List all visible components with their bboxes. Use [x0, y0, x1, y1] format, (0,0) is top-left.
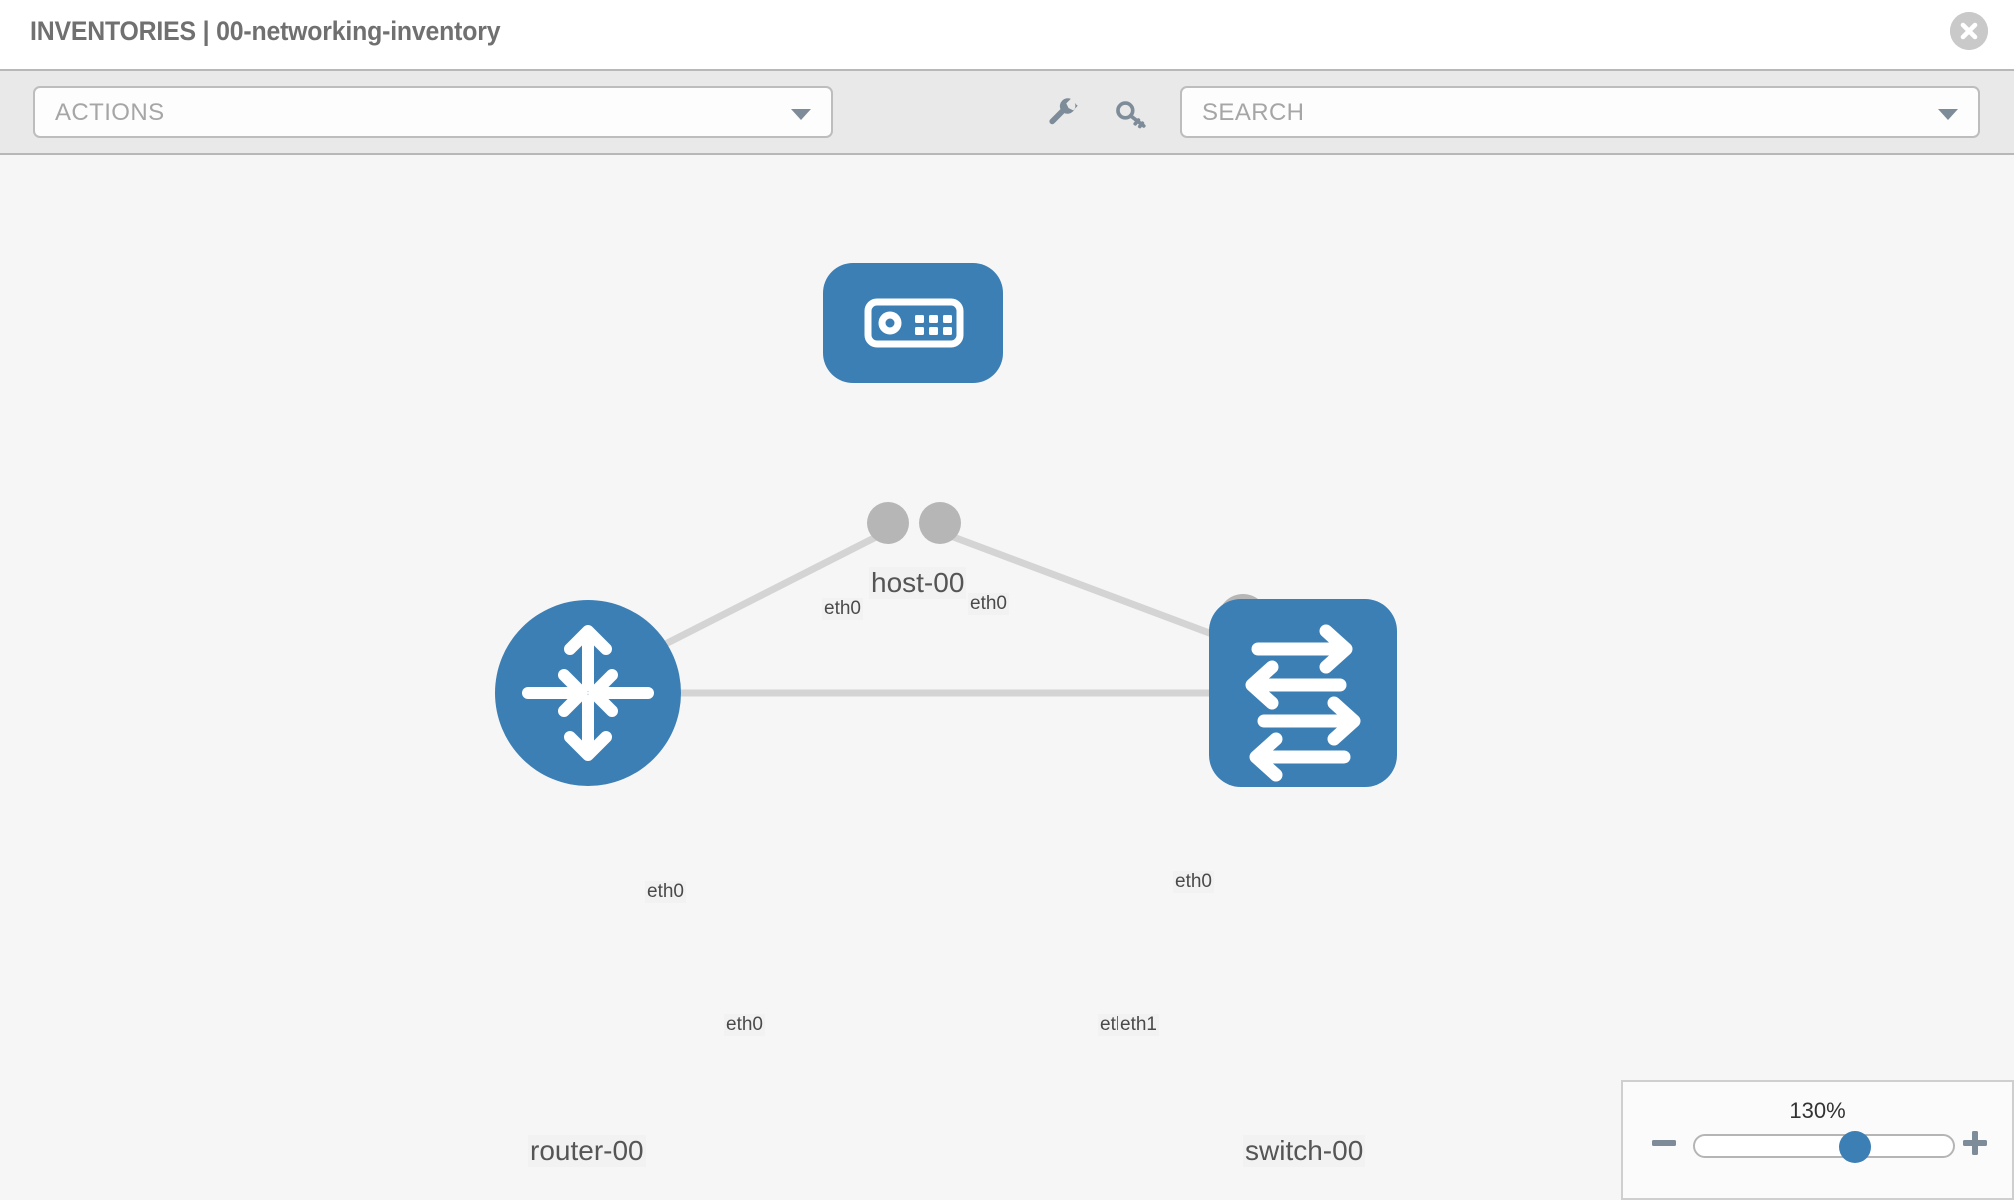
close-icon[interactable] [1950, 12, 1988, 50]
iface-label-switch-eth1: eth1 [1118, 1014, 1159, 1036]
port-marker [867, 502, 909, 544]
page-title: INVENTORIES | 00-networking-inventory [30, 16, 501, 46]
node-host-00 [823, 263, 1003, 383]
zoom-slider-thumb[interactable] [1838, 1131, 1871, 1163]
switch-arrows-icon [1245, 624, 1361, 782]
topology-graph [495, 263, 1397, 787]
chevron-down-icon[interactable] [1938, 109, 1958, 120]
zoom-in-icon[interactable] [1958, 1126, 1992, 1160]
zoom-control-panel: 130% [1621, 1080, 2014, 1200]
node-label-switch-00: switch-00 [1243, 1135, 1366, 1167]
node-router-00 [495, 600, 681, 786]
zoom-level-label: 130% [1789, 1098, 1846, 1123]
search-input[interactable]: SEARCH [1180, 86, 1980, 138]
wrench-icon[interactable] [1046, 97, 1080, 131]
port-marker-group [617, 502, 1269, 714]
port-marker [919, 502, 961, 544]
iface-label-host-eth0-left: eth0 [822, 598, 863, 620]
toolbar: ACTIONS SEARCH [0, 69, 2014, 155]
actions-dropdown[interactable]: ACTIONS [33, 86, 833, 138]
node-switch-00 [1209, 599, 1397, 787]
zoom-slider-track[interactable] [1693, 1131, 1955, 1163]
server-icon [864, 298, 964, 348]
iface-label-router-eth0: eth0 [724, 1014, 765, 1036]
actions-dropdown-label: ACTIONS [55, 99, 165, 126]
link-host00-router00 [626, 531, 882, 667]
iface-label-host-eth0-right: eth0 [968, 593, 1009, 615]
zoom-out-icon[interactable] [1647, 1126, 1681, 1160]
app-header: INVENTORIES | 00-networking-inventory [0, 0, 2014, 69]
key-icon[interactable] [1114, 97, 1148, 131]
node-host-00-shape [823, 263, 1003, 383]
router-arrows-icon [522, 625, 654, 761]
iface-label-switch-eth0-up: eth0 [1173, 871, 1214, 893]
search-placeholder: SEARCH [1202, 99, 1305, 126]
chevron-down-icon [791, 109, 811, 120]
node-label-host-00: host-00 [869, 567, 967, 599]
iface-label-router-eth0-up: eth0 [645, 881, 686, 903]
topology-canvas[interactable]: host-00 router-00 switch-00 eth0 eth0 et… [0, 155, 2014, 1200]
node-label-router-00: router-00 [528, 1135, 646, 1167]
